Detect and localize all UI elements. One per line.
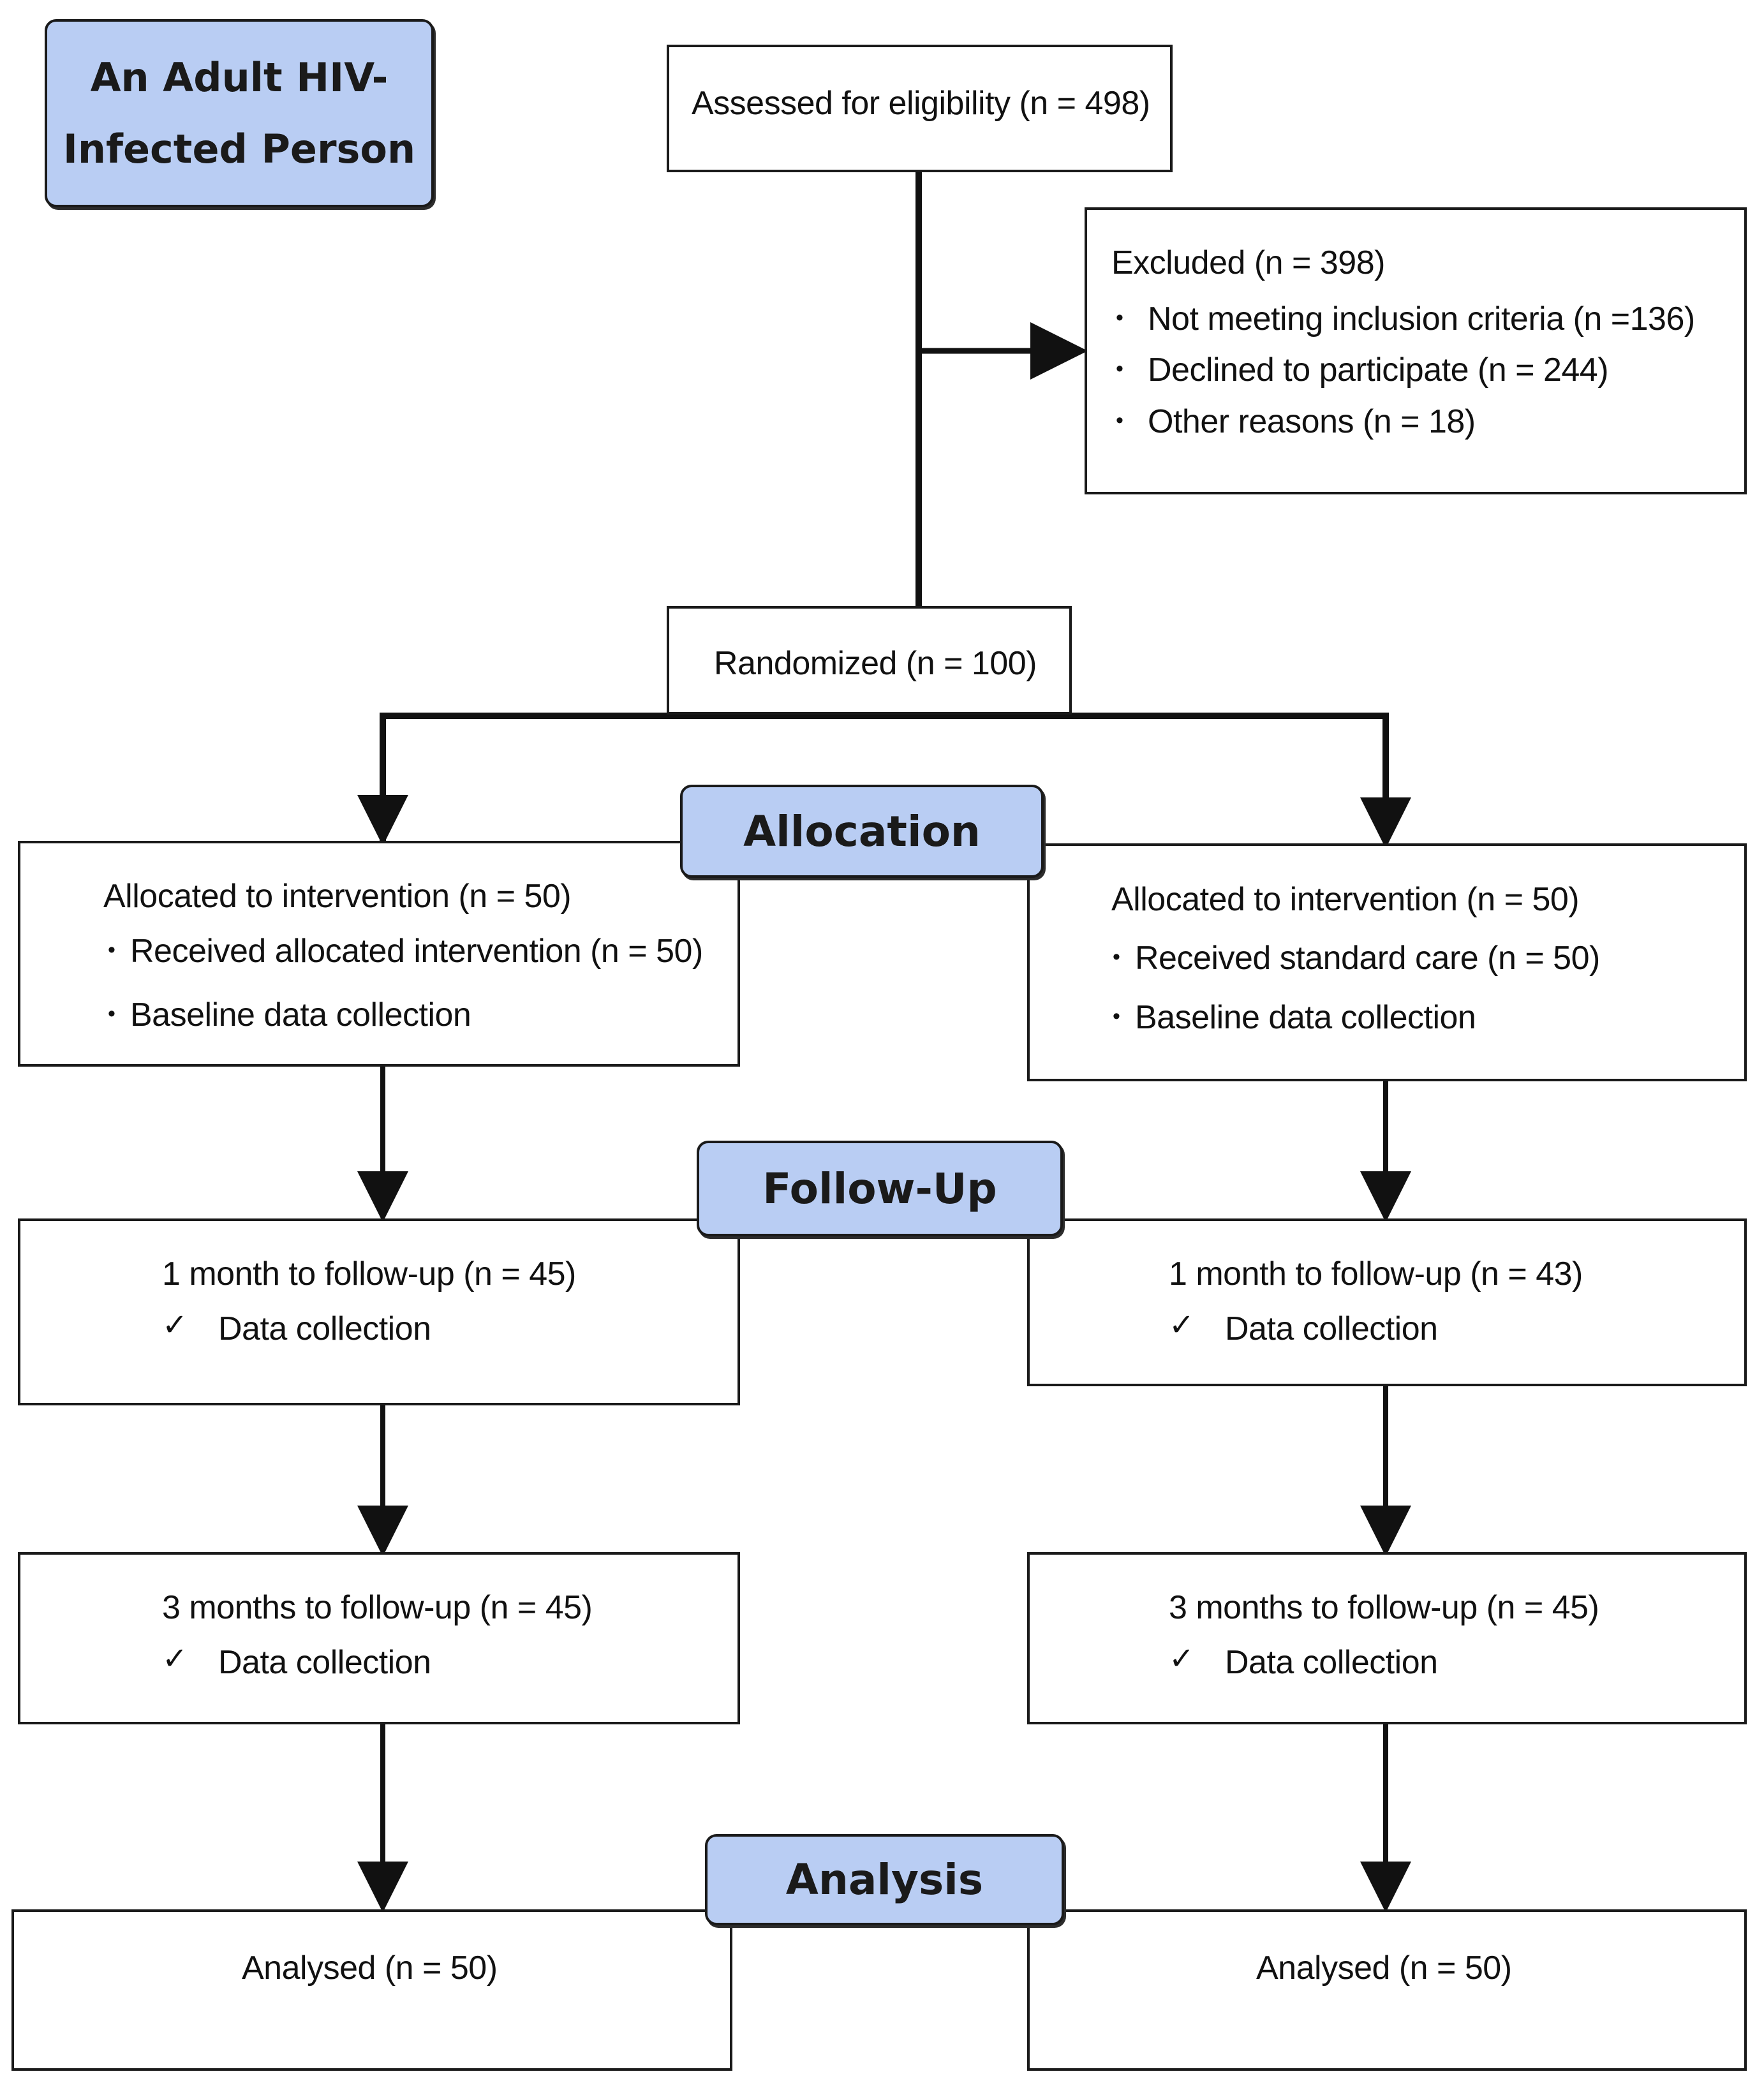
bullet-icon: •	[108, 938, 115, 962]
right-allocated-title: Allocated to intervention (n = 50)	[1111, 881, 1580, 918]
right-allocated-box: Allocated to intervention (n = 50) • Rec…	[1027, 843, 1747, 1081]
randomized-text: Randomized (n = 100)	[714, 645, 1037, 682]
randomized-box: Randomized (n = 100)	[667, 606, 1072, 715]
check-icon: ✓	[1169, 1642, 1195, 1676]
right-fu3-item: Data collection	[1225, 1644, 1438, 1681]
right-fu1-box: 1 month to follow-up (n = 43) ✓ Data col…	[1027, 1218, 1747, 1386]
population-label-text: An Adult HIV-Infected Person	[63, 54, 416, 172]
right-fu3-box: 3 months to follow-up (n = 45) ✓ Data co…	[1027, 1552, 1747, 1724]
left-fu3-box: 3 months to follow-up (n = 45) ✓ Data co…	[18, 1552, 740, 1724]
allocation-label-text: Allocation	[743, 806, 981, 856]
bullet-icon: •	[1113, 945, 1120, 969]
left-fu1-title: 1 month to follow-up (n = 45)	[162, 1255, 576, 1292]
assessed-box: Assessed for eligibility (n = 498)	[667, 45, 1173, 172]
right-allocated-item-2: Baseline data collection	[1135, 999, 1476, 1036]
excluded-item-3: Other reasons (n = 18)	[1148, 403, 1476, 440]
follow-up-label-text: Follow-Up	[762, 1164, 997, 1213]
left-analysed-box: Analysed (n = 50)	[11, 1909, 732, 2071]
assessed-text: Assessed for eligibility (n = 498)	[692, 85, 1150, 122]
left-fu1-box: 1 month to follow-up (n = 45) ✓ Data col…	[18, 1218, 740, 1405]
right-fu1-title: 1 month to follow-up (n = 43)	[1169, 1255, 1583, 1292]
left-allocated-item-2: Baseline data collection	[130, 996, 471, 1033]
excluded-title: Excluded (n = 398)	[1111, 244, 1385, 281]
analysis-label: Analysis	[705, 1834, 1064, 1925]
right-analysed-box: Analysed (n = 50)	[1027, 1909, 1747, 2071]
bullet-icon: •	[1113, 1004, 1120, 1028]
follow-up-label: Follow-Up	[697, 1141, 1063, 1236]
check-icon: ✓	[1169, 1308, 1195, 1342]
check-icon: ✓	[162, 1308, 188, 1342]
right-analysed-text: Analysed (n = 50)	[1256, 1950, 1512, 1987]
left-fu3-item: Data collection	[218, 1644, 431, 1681]
bullet-icon: •	[1116, 306, 1123, 330]
bullet-icon: •	[1116, 408, 1123, 433]
analysis-label-text: Analysis	[785, 1855, 984, 1904]
left-fu3-title: 3 months to follow-up (n = 45)	[162, 1589, 593, 1626]
excluded-item-2: Declined to participate (n = 244)	[1148, 352, 1609, 389]
left-allocated-title: Allocated to intervention (n = 50)	[103, 878, 572, 915]
right-fu1-item: Data collection	[1225, 1310, 1438, 1347]
left-analysed-text: Analysed (n = 50)	[242, 1950, 498, 1987]
population-label: An Adult HIV-Infected Person	[45, 19, 434, 207]
left-allocated-item-1: Received allocated intervention (n = 50)	[130, 933, 703, 970]
bullet-icon: •	[1116, 357, 1123, 381]
excluded-box: Excluded (n = 398) • Not meeting inclusi…	[1085, 207, 1747, 494]
right-fu3-title: 3 months to follow-up (n = 45)	[1169, 1589, 1599, 1626]
allocation-label: Allocation	[680, 785, 1044, 878]
right-allocated-item-1: Received standard care (n = 50)	[1135, 940, 1600, 977]
bullet-icon: •	[108, 1002, 115, 1026]
excluded-item-1: Not meeting inclusion criteria (n =136)	[1148, 300, 1695, 337]
left-fu1-item: Data collection	[218, 1310, 431, 1347]
check-icon: ✓	[162, 1642, 188, 1676]
left-allocated-box: Allocated to intervention (n = 50) • Rec…	[18, 841, 740, 1067]
